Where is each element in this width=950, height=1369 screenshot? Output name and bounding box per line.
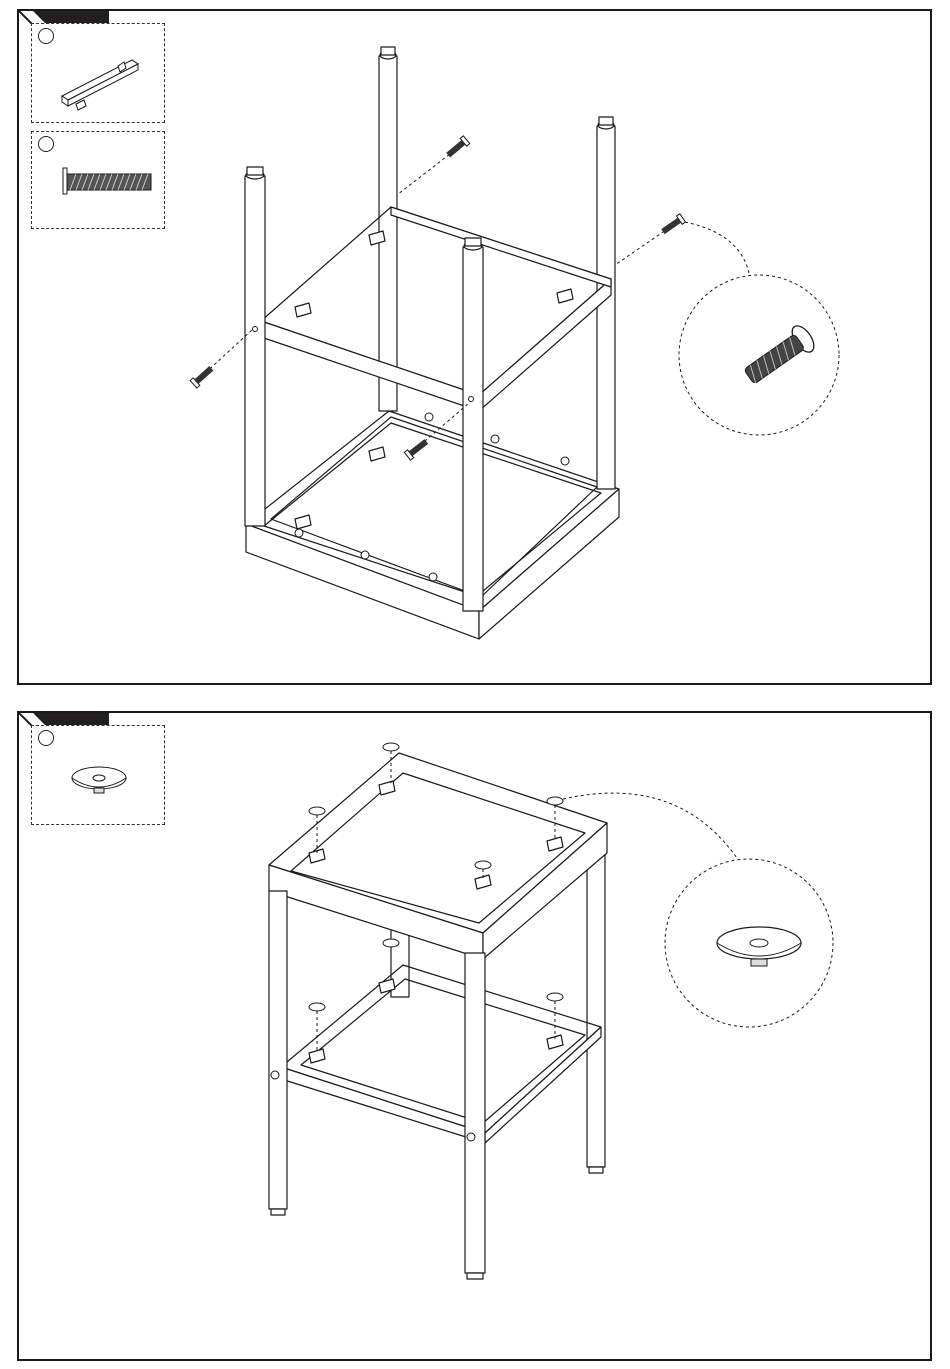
bolt-detail-icon — [679, 275, 839, 435]
foot-pad-detail-icon — [665, 859, 833, 1027]
step-2-panel — [17, 711, 932, 1361]
step-1-frame-diagram — [19, 11, 930, 683]
step-2-frame-diagram — [19, 713, 930, 1359]
step-1-panel — [17, 9, 932, 685]
